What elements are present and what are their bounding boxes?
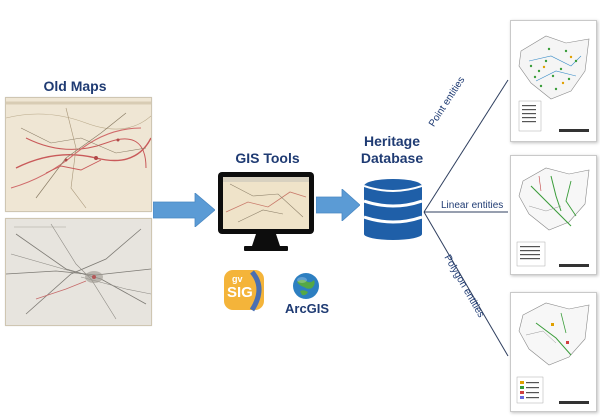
flow-arrow-tools-to-database <box>316 189 360 221</box>
heritage-database-title-line1: Heritage <box>363 133 421 149</box>
flow-arrow-maps-to-tools <box>153 193 215 227</box>
monitor-icon <box>218 172 314 251</box>
arcgis-label: ArcGIS <box>285 301 330 316</box>
heritage-database-title: Heritage Database <box>352 133 432 167</box>
heritage-database-title-line2: Database <box>360 150 424 166</box>
gvsig-logo-text-gv: gv <box>232 274 243 284</box>
connector-to-point-map <box>423 79 509 213</box>
old-maps-title: Old Maps <box>43 78 107 94</box>
arcgis-globe-icon <box>293 273 319 299</box>
linear-entities-map <box>510 155 597 275</box>
database-icon <box>364 179 422 240</box>
linear-entities-map-drawing <box>511 156 596 274</box>
linear-entities-label: Linear entities <box>441 200 504 211</box>
gvsig-logo-text-sig: SIG <box>227 284 253 301</box>
old-map-top-drawing <box>6 98 151 211</box>
polygon-entities-map <box>510 292 597 412</box>
old-map-top <box>5 97 152 212</box>
connector-to-polygon-map <box>423 211 509 357</box>
old-map-bottom <box>5 218 152 326</box>
point-entities-map <box>510 20 597 142</box>
old-map-bottom-drawing <box>6 219 151 325</box>
gvsig-logo-shape <box>224 270 264 312</box>
polygon-entities-map-drawing <box>511 293 596 411</box>
gis-tools-title: GIS Tools <box>235 150 300 166</box>
gvsig-logo: gv SIG <box>222 268 266 312</box>
point-entities-map-drawing <box>511 21 596 141</box>
